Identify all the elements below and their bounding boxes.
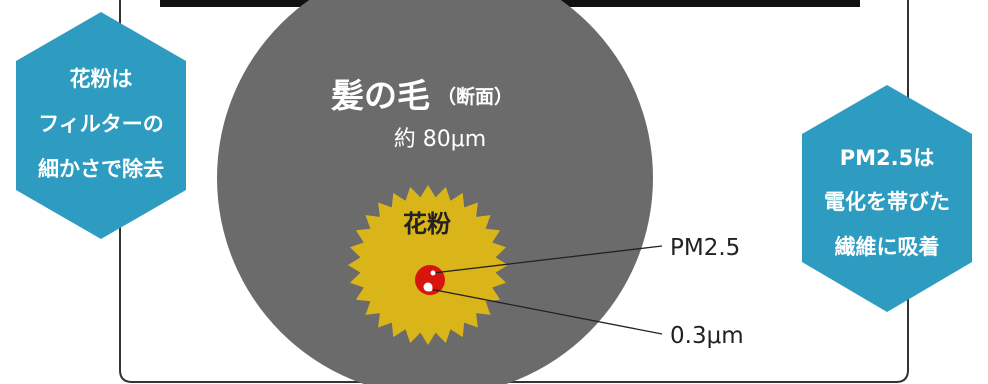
left-hexagon-line-3: 細かさで除去	[38, 157, 164, 181]
hair-cross-section	[217, 0, 653, 384]
hair-size-label: 約 80μm	[394, 127, 486, 152]
right-hexagon	[802, 85, 972, 312]
hair-title: 髪の毛	[331, 76, 430, 115]
right-hexagon-line-3: 繊維に吸着	[835, 235, 940, 259]
pollen-label: 花粉	[403, 210, 451, 238]
pm25-leader-dot	[430, 270, 436, 276]
left-hexagon	[16, 12, 186, 239]
hair-title-suffix: （断面）	[437, 85, 513, 108]
left-hexagon-line-1: 花粉は	[70, 67, 133, 91]
pm25-leader-line	[432, 245, 663, 274]
size-leader-dot	[427, 286, 433, 292]
right-hexagon-line-1: PM2.5は	[840, 146, 935, 170]
pollen-grain	[348, 185, 508, 345]
frame-outline	[119, 0, 909, 383]
pm25-callout-label: PM2.5	[670, 235, 740, 261]
size-callout-label: 0.3μm	[670, 323, 744, 349]
left-hexagon-line-2: フィルターの	[38, 112, 164, 136]
right-hexagon-line-2: 電化を帯びた	[824, 190, 950, 214]
size-leader-line	[429, 288, 663, 335]
